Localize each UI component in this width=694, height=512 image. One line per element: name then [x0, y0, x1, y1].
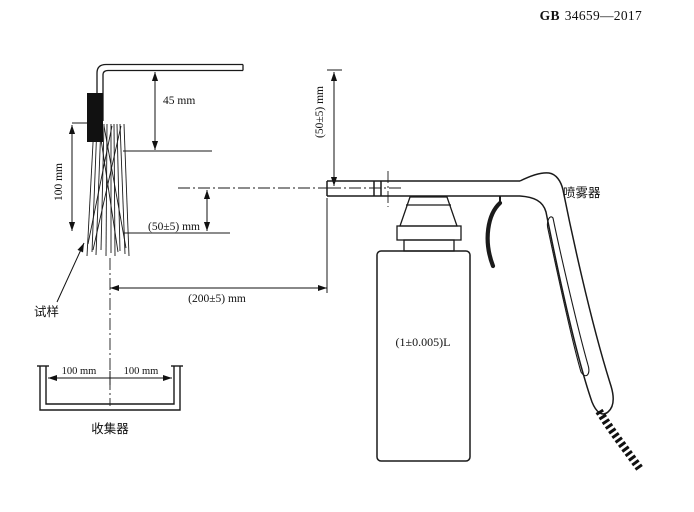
collector-label: 收集器 [91, 421, 129, 436]
dim-100mm-label: 100 mm [53, 163, 65, 201]
collector-dim-right-label: 100 mm [124, 366, 159, 377]
dim-50mm-upper-label: (50±5) mm [314, 86, 326, 138]
collector [37, 365, 183, 411]
standard-digits: 34659—2017 [564, 8, 642, 23]
trigger [485, 200, 503, 269]
sample-brush [86, 123, 130, 257]
standard-number: GB 34659—2017 [540, 8, 642, 24]
handle-inner-slot [546, 216, 590, 377]
bottle-volume-label: (1±0.005)L [396, 335, 451, 349]
sprayer-label: 喷雾器 [563, 186, 601, 200]
spray-gun [326, 172, 644, 472]
collector-dimension [48, 371, 172, 385]
standard-prefix: GB [539, 8, 560, 23]
dim-200mm-label: (200±5) mm [188, 293, 246, 305]
sample-label: 试样 [34, 304, 59, 319]
mounting-bracket [96, 63, 244, 121]
hose [595, 408, 644, 472]
dim-45mm-label: 45 mm [163, 95, 195, 107]
sample-clamp [87, 93, 103, 142]
nozzle-tube [326, 180, 520, 197]
collector-dim-left-label: 100 mm [62, 366, 97, 377]
sample-leader-line [56, 242, 85, 303]
bottle-adapter [396, 196, 462, 252]
reference-lines [72, 69, 342, 293]
dim-50mm-lower-label: (50±5) mm [148, 221, 200, 233]
bottle [376, 250, 471, 462]
dimension-lines [68, 72, 338, 292]
gun-body-handle [519, 172, 614, 415]
